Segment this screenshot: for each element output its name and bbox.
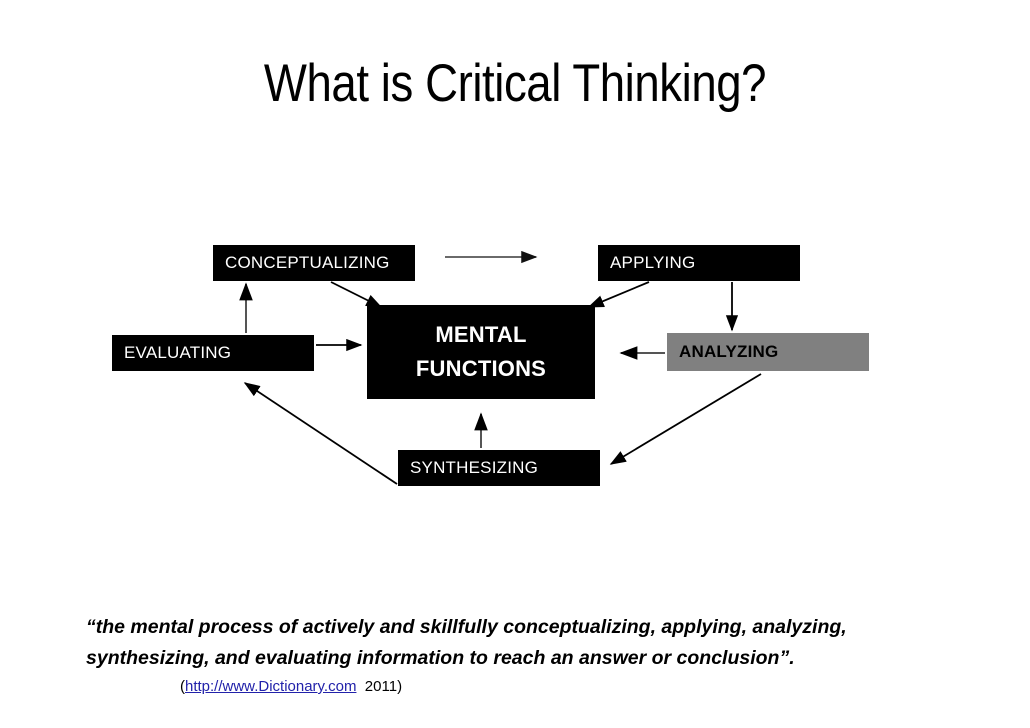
node-synthesizing[interactable]: SYNTHESIZING bbox=[398, 450, 600, 486]
node-mental-functions-label-line1: MENTAL bbox=[435, 321, 527, 347]
node-evaluating[interactable]: EVALUATING bbox=[112, 335, 314, 371]
citation-spacer bbox=[356, 678, 364, 695]
citation-open-paren: ( bbox=[180, 678, 185, 695]
citation-year: 2011 bbox=[364, 678, 398, 695]
node-analyzing[interactable]: ANALYZING bbox=[667, 333, 869, 371]
node-mental-functions[interactable]: MENTAL FUNCTIONS bbox=[367, 305, 595, 399]
node-applying-label: APPLYING bbox=[610, 253, 696, 272]
arrow-analyzing-to-synthesizing bbox=[609, 373, 762, 465]
page-title: What is Critical Thinking? bbox=[263, 54, 767, 113]
node-mental-functions-label-line2: FUNCTIONS bbox=[415, 356, 547, 381]
node-conceptualizing[interactable]: CONCEPTUALIZING bbox=[213, 245, 415, 281]
node-analyzing-label: ANALYZING bbox=[679, 342, 779, 361]
node-synthesizing-label: SYNTHESIZING bbox=[410, 458, 539, 477]
node-conceptualizing-label: CONCEPTUALIZING bbox=[225, 253, 390, 272]
citation: (http://www.Dictionary.com 2011) bbox=[180, 678, 402, 695]
arrow-conceptualizing-to-mental bbox=[330, 281, 383, 308]
node-evaluating-label: EVALUATING bbox=[124, 343, 232, 362]
dictionary-link[interactable]: http://www.Dictionary.com bbox=[185, 678, 357, 695]
citation-close-paren: ) bbox=[397, 678, 403, 695]
node-applying[interactable]: APPLYING bbox=[598, 245, 800, 281]
definition-quote: “the mental process of actively and skil… bbox=[86, 616, 847, 669]
arrow-applying-to-mental bbox=[587, 281, 650, 308]
